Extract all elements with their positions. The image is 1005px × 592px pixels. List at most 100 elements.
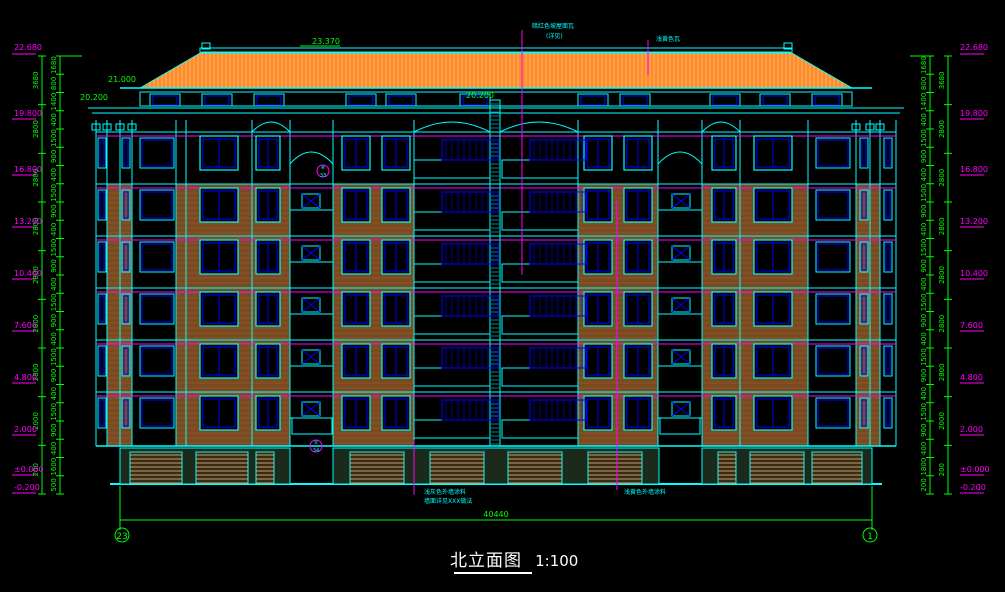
side-window-frame (815, 293, 851, 325)
stair-window-cross (301, 297, 321, 313)
dormer-glass (622, 95, 648, 106)
side-window-glass (861, 191, 867, 219)
right-level-mark: 16.800 (960, 165, 988, 174)
right-dim-inner-label: 1500 (920, 348, 928, 366)
dormer-glass (580, 95, 606, 106)
side-window-frame (139, 397, 175, 429)
arch-crown (251, 121, 291, 133)
right-dim-inner-label: 1400 (920, 93, 928, 111)
left-dim-inner-label: 1500 (50, 184, 58, 202)
side-window-frame (883, 345, 893, 377)
balcony-slab (501, 367, 579, 387)
left-dim-inner-label: 400 (50, 332, 58, 345)
side-window-glass (123, 295, 129, 323)
side-window-glass (123, 139, 129, 167)
right-dim-outer-label: 2800 (938, 266, 946, 284)
right-dim-inner-label: 400 (920, 113, 928, 126)
center-level: 20.200 (466, 91, 494, 100)
balcony-slab (501, 315, 579, 335)
balcony-slab (413, 315, 491, 335)
side-window-frame (121, 293, 131, 325)
detail-tag-num: ⑧ (321, 165, 326, 171)
side-window-frame (883, 137, 893, 169)
stair-window-cross (301, 349, 321, 365)
right-dim-inner-label: 200 (920, 478, 928, 491)
right-dim-inner-label: 1500 (920, 239, 928, 257)
side-window-glass (141, 295, 173, 323)
dormer-glass (152, 95, 178, 106)
side-window-frame (883, 241, 893, 273)
side-window-glass (817, 295, 849, 323)
title-underline (454, 572, 532, 574)
right-dim-inner-label: 1500 (920, 293, 928, 311)
side-window-glass (99, 191, 105, 219)
side-window-glass (99, 399, 105, 427)
right-level-mark: 10.400 (960, 269, 988, 278)
right-dim-inner-label: 1800 (920, 458, 928, 476)
detail-tag-circle (316, 164, 330, 178)
note-wall-lower-2: 墙面详见XXX做法 (424, 497, 472, 505)
garage-door (255, 451, 275, 485)
side-window-frame (815, 397, 851, 429)
side-window-frame (815, 241, 851, 273)
text-layer: 3680280028002800280028002800200020016808… (14, 22, 990, 542)
dormer-window (759, 93, 791, 107)
left-dim-inner-label: 1500 (50, 403, 58, 421)
dormer-window (253, 93, 285, 107)
detail-tag-sheet: 33 (320, 173, 326, 179)
side-window-glass (885, 243, 891, 271)
stair-window (301, 245, 321, 261)
note-wall-upper: 浅黄色外墙涂料 (624, 488, 666, 496)
dormer-glass (256, 95, 282, 106)
side-window-frame (121, 345, 131, 377)
pilaster-capital (851, 123, 861, 131)
right-dim-outer-label: 2800 (938, 315, 946, 333)
garage-door (717, 451, 737, 485)
side-window-glass (99, 347, 105, 375)
balcony-slab (501, 419, 579, 439)
right-dim-outer-label: 2000 (938, 412, 946, 430)
left-dim-outer-label: 2800 (32, 120, 40, 138)
left-level-mark: 4.800 (14, 373, 37, 382)
right-dim-inner-label: 400 (920, 277, 928, 290)
roof-layer (120, 42, 872, 107)
side-window-frame (97, 189, 107, 221)
side-window-glass (861, 347, 867, 375)
dormer-glass (462, 95, 488, 106)
side-window-glass (99, 243, 105, 271)
left-dim-inner-label: 1680 (50, 56, 58, 74)
dormer-glass (348, 95, 374, 106)
right-dim-inner-label: 400 (920, 332, 928, 345)
left-dim-inner-label: 1500 (50, 239, 58, 257)
note-detail: (详见) (546, 32, 563, 40)
dormer-glass (814, 95, 840, 106)
entrance-canopy (659, 417, 701, 435)
stair-window (301, 193, 321, 209)
side-window-glass (885, 399, 891, 427)
stair-window-cross (301, 245, 321, 261)
drawing-title: 北立面图 (450, 551, 522, 571)
balcony-slab (413, 159, 491, 179)
left-dim-inner-label: 1600 (50, 458, 58, 476)
side-window-glass (123, 347, 129, 375)
roof-fascia (139, 91, 853, 107)
side-window-glass (861, 399, 867, 427)
left-dim-inner-label: 400 (50, 223, 58, 236)
left-dim-inner-label: 800 (50, 77, 58, 90)
right-level-top: 22.680 (960, 43, 988, 52)
side-window-frame (883, 397, 893, 429)
left-dim-inner-label: 900 (50, 204, 58, 217)
side-window-frame (121, 241, 131, 273)
arch-crown (499, 121, 579, 133)
right-dim-outer-label: 200 (938, 463, 946, 476)
dormer-window (709, 93, 741, 107)
left-dim-inner-label: 400 (50, 113, 58, 126)
roof-ridge (199, 47, 793, 54)
note-roof-color: 浅黄色瓦 (656, 35, 680, 43)
note-wall-lower: 浅灰色外墙涂料 (424, 488, 466, 496)
balcony-slab (413, 211, 491, 231)
left-dim-outer-label: 2000 (32, 412, 40, 430)
side-window-frame (859, 137, 869, 169)
balcony-slab (501, 211, 579, 231)
left-dim-outer-label: 2800 (32, 169, 40, 187)
